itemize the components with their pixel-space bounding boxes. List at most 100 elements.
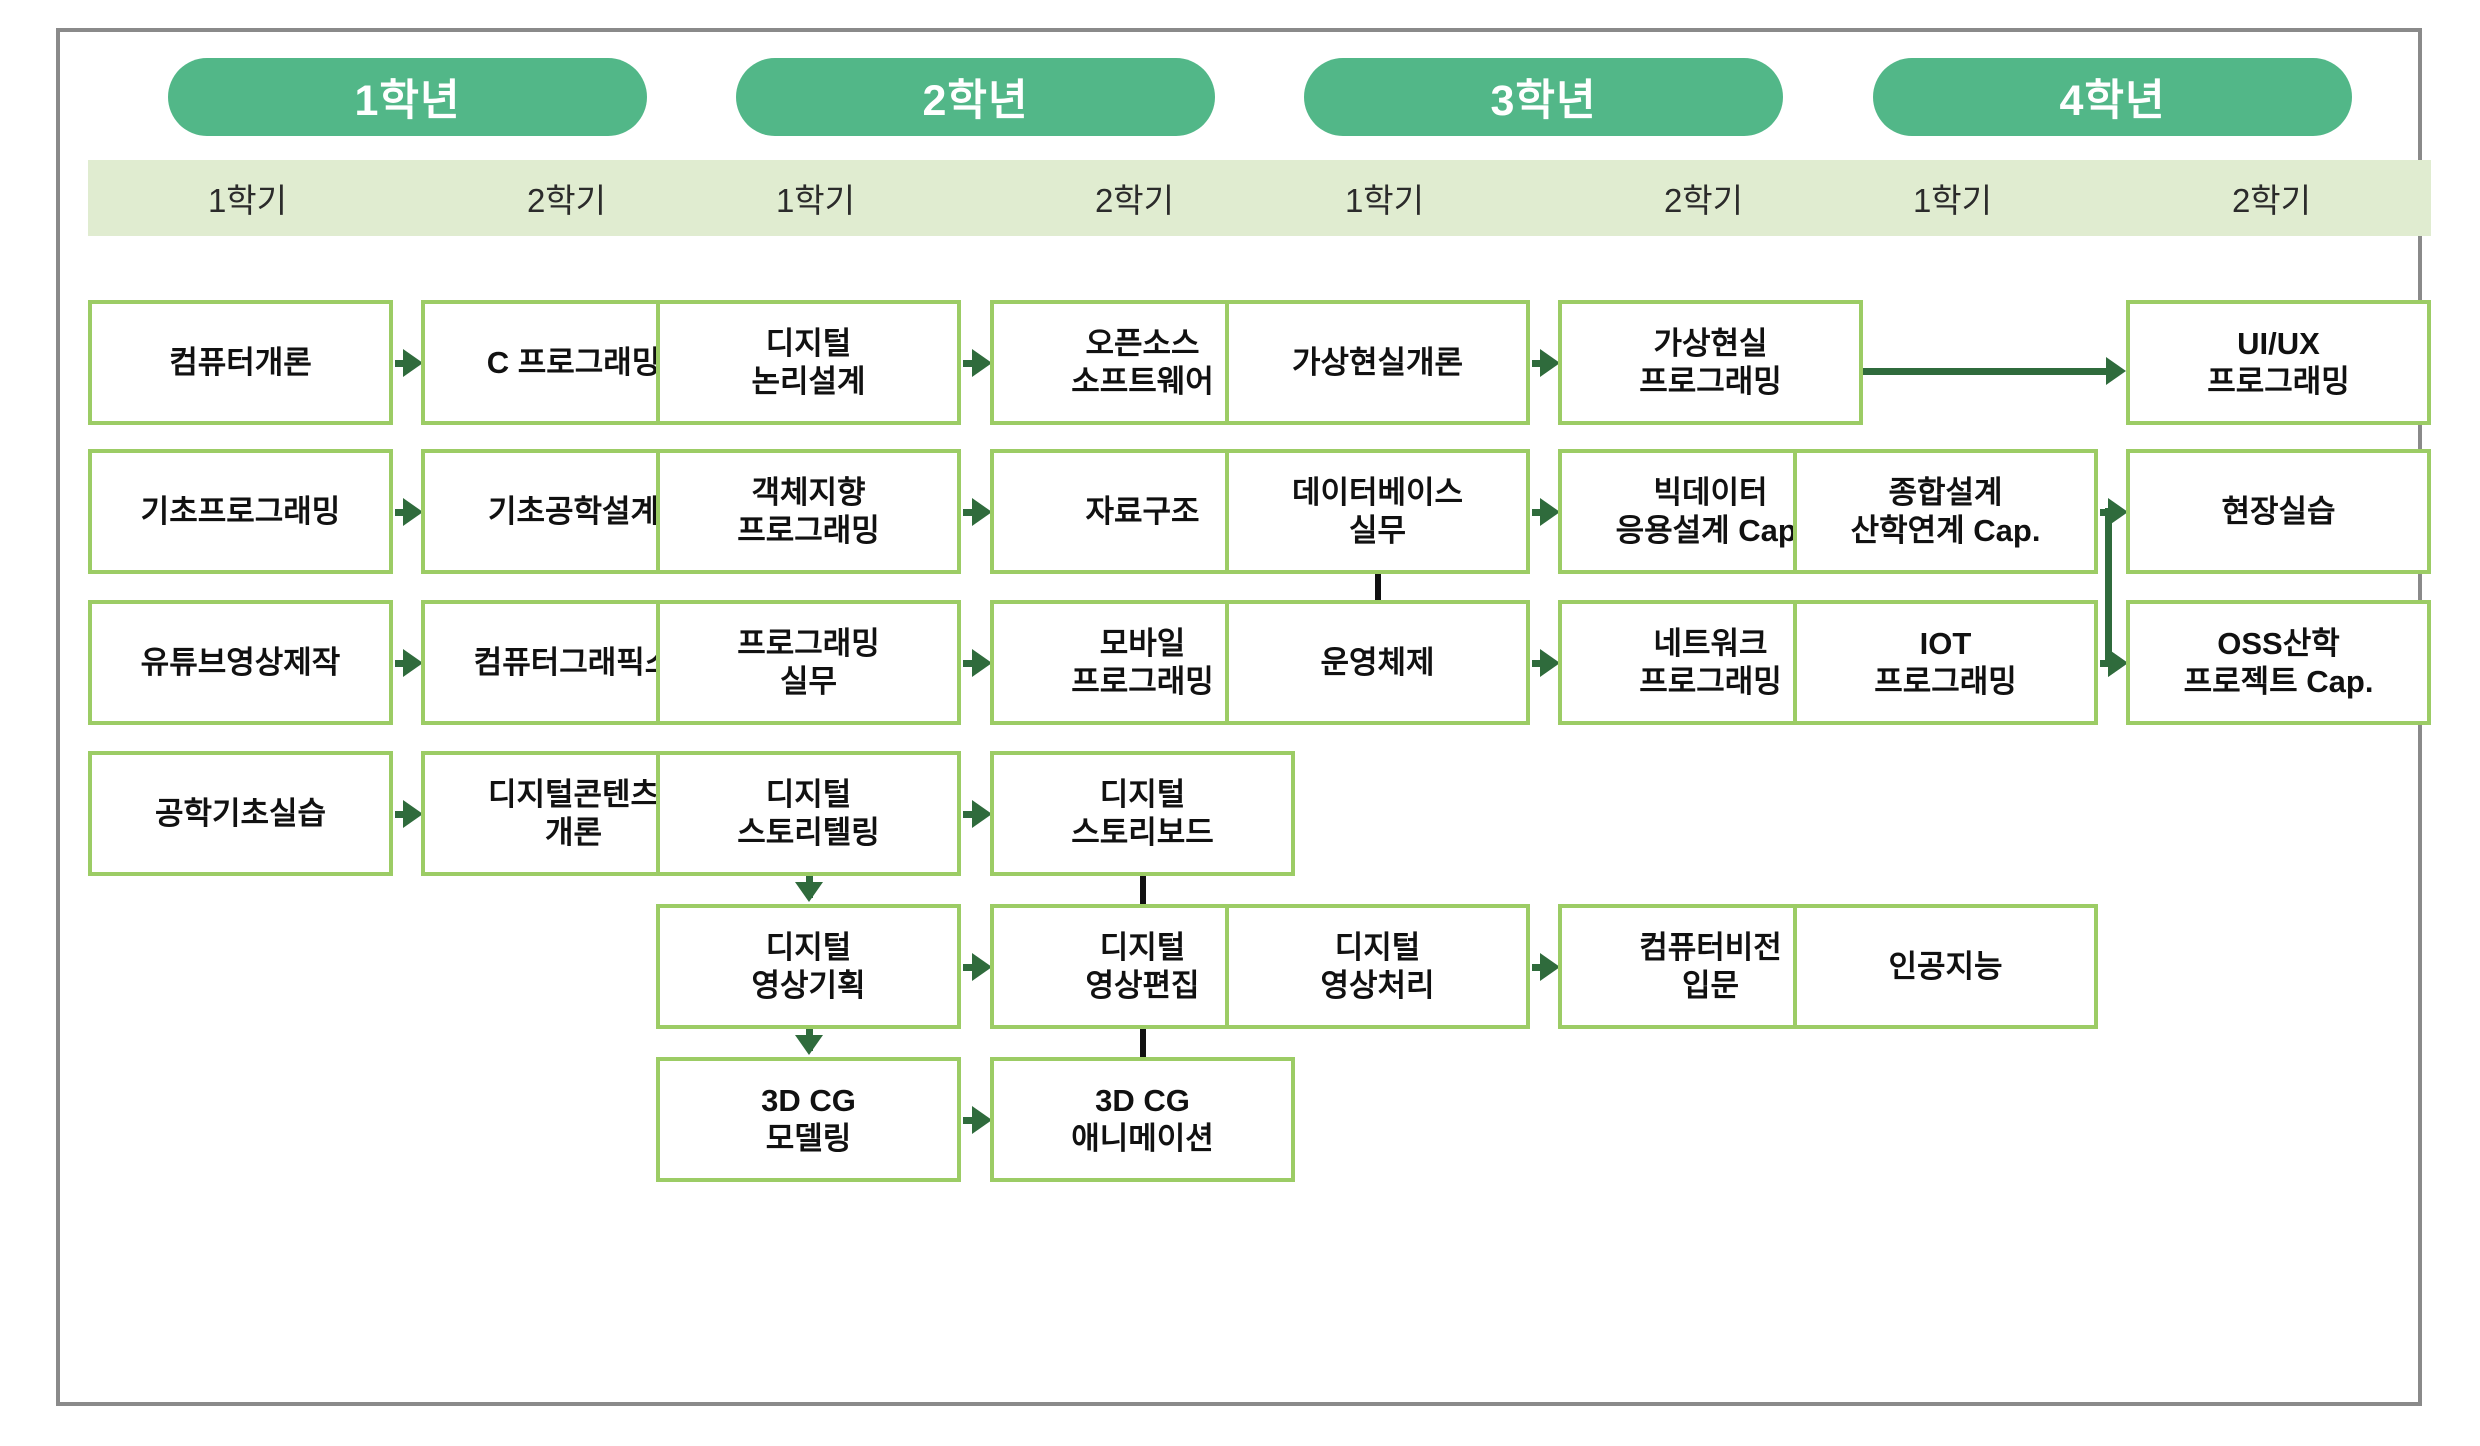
course-box[interactable]: 현장실습 (2126, 449, 2431, 574)
connector-c3-c4-head (972, 348, 992, 377)
connector-c18-c19 (963, 659, 972, 667)
connector-c30-c31-head (1540, 952, 1560, 981)
course-box-label: 유튜브영상제작 (140, 644, 341, 680)
semester-bar-year-3: 1학기 2학기 (1225, 160, 1863, 236)
connector-c33-c34 (963, 1116, 972, 1124)
course-box-label: 기초프로그래밍 (140, 493, 341, 529)
course-box[interactable]: 인공지능 (1793, 904, 2098, 1029)
connector-c14-c15-head (2108, 497, 2128, 526)
connector-c8-c9-head (403, 497, 423, 526)
connector-c16-c17 (395, 659, 403, 667)
connector-c16-c17-head (403, 648, 423, 677)
connector-c27-c29 (1139, 876, 1146, 904)
connector-c33-c34-head (972, 1105, 992, 1134)
year-pill-label: 1학년 (354, 77, 461, 125)
semester-bar-year-2: 1학기 2학기 (656, 160, 1294, 236)
course-box[interactable]: 컴퓨터개론 (88, 300, 393, 425)
connector-c1-c2-head (403, 348, 423, 377)
connector-c8-c9 (395, 508, 403, 516)
connector-c12-c20 (1374, 574, 1381, 600)
course-box-label: 현장실습 (2221, 493, 2336, 529)
course-box-label: 기초공학설계 (487, 493, 660, 529)
course-box[interactable]: 가상현실개론 (1225, 300, 1530, 425)
course-box-label: 인공지능 (1888, 948, 2003, 984)
connector-c12-c13-head (1540, 497, 1560, 526)
connector-c6-c7 (1690, 367, 2106, 375)
connector-c14-c23-head (2108, 648, 2128, 677)
semester-label-y2-s1: 1학기 (775, 182, 856, 219)
connector-c28-c33-head (794, 1035, 823, 1055)
course-box[interactable]: 유튜브영상제작 (88, 600, 393, 725)
connector-c20-c21-head (1540, 648, 1560, 677)
connector-c14-c23-h (2105, 659, 2108, 667)
year-pill-1: 1학년 (168, 58, 647, 136)
year-pill-2: 2학년 (736, 58, 1215, 136)
connector-c3-c4 (963, 359, 972, 367)
course-box-label: 컴퓨터그래픽스 (473, 644, 674, 680)
connector-c24-c25-head (403, 799, 423, 828)
course-box-label: 컴퓨터개론 (169, 344, 312, 380)
semester-label-y1-s1: 1학기 (207, 182, 288, 219)
course-box-label: C 프로그래밍 (486, 344, 661, 380)
course-box[interactable]: 기초프로그래밍 (88, 449, 393, 574)
course-box[interactable]: 운영체제 (1225, 600, 1530, 725)
connector-c1-c2 (395, 359, 403, 367)
year-pill-label: 4학년 (2059, 77, 2166, 125)
connector-c28-c29-head (972, 952, 992, 981)
connector-c22-c23 (2100, 659, 2108, 667)
connector-c30-c31 (1532, 963, 1540, 971)
connector-c10-c11 (963, 508, 972, 516)
year-pill-label: 2학년 (922, 77, 1029, 125)
semester-label-y3-s1: 1학기 (1344, 182, 1425, 219)
course-box-label: 운영체제 (1320, 644, 1435, 680)
semester-label-y2-s2: 2학기 (1094, 182, 1175, 219)
year-pill-3: 3학년 (1304, 58, 1783, 136)
connector-c12-c13 (1532, 508, 1540, 516)
connector-c26-c28-head (794, 882, 823, 902)
connector-c6-c7-head (2106, 356, 2126, 385)
connector-c5-c6 (1532, 359, 1540, 367)
connector-c14-c15 (2100, 508, 2108, 516)
year-pill-label: 3학년 (1490, 77, 1597, 125)
course-box-label: 공학기초실습 (154, 795, 327, 831)
connector-c10-c11-head (972, 497, 992, 526)
connector-c26-c27 (963, 810, 972, 818)
course-box[interactable]: 공학기초실습 (88, 751, 393, 876)
semester-label-y3-s2: 2학기 (1663, 182, 1744, 219)
connector-c18-c19-head (972, 648, 992, 677)
